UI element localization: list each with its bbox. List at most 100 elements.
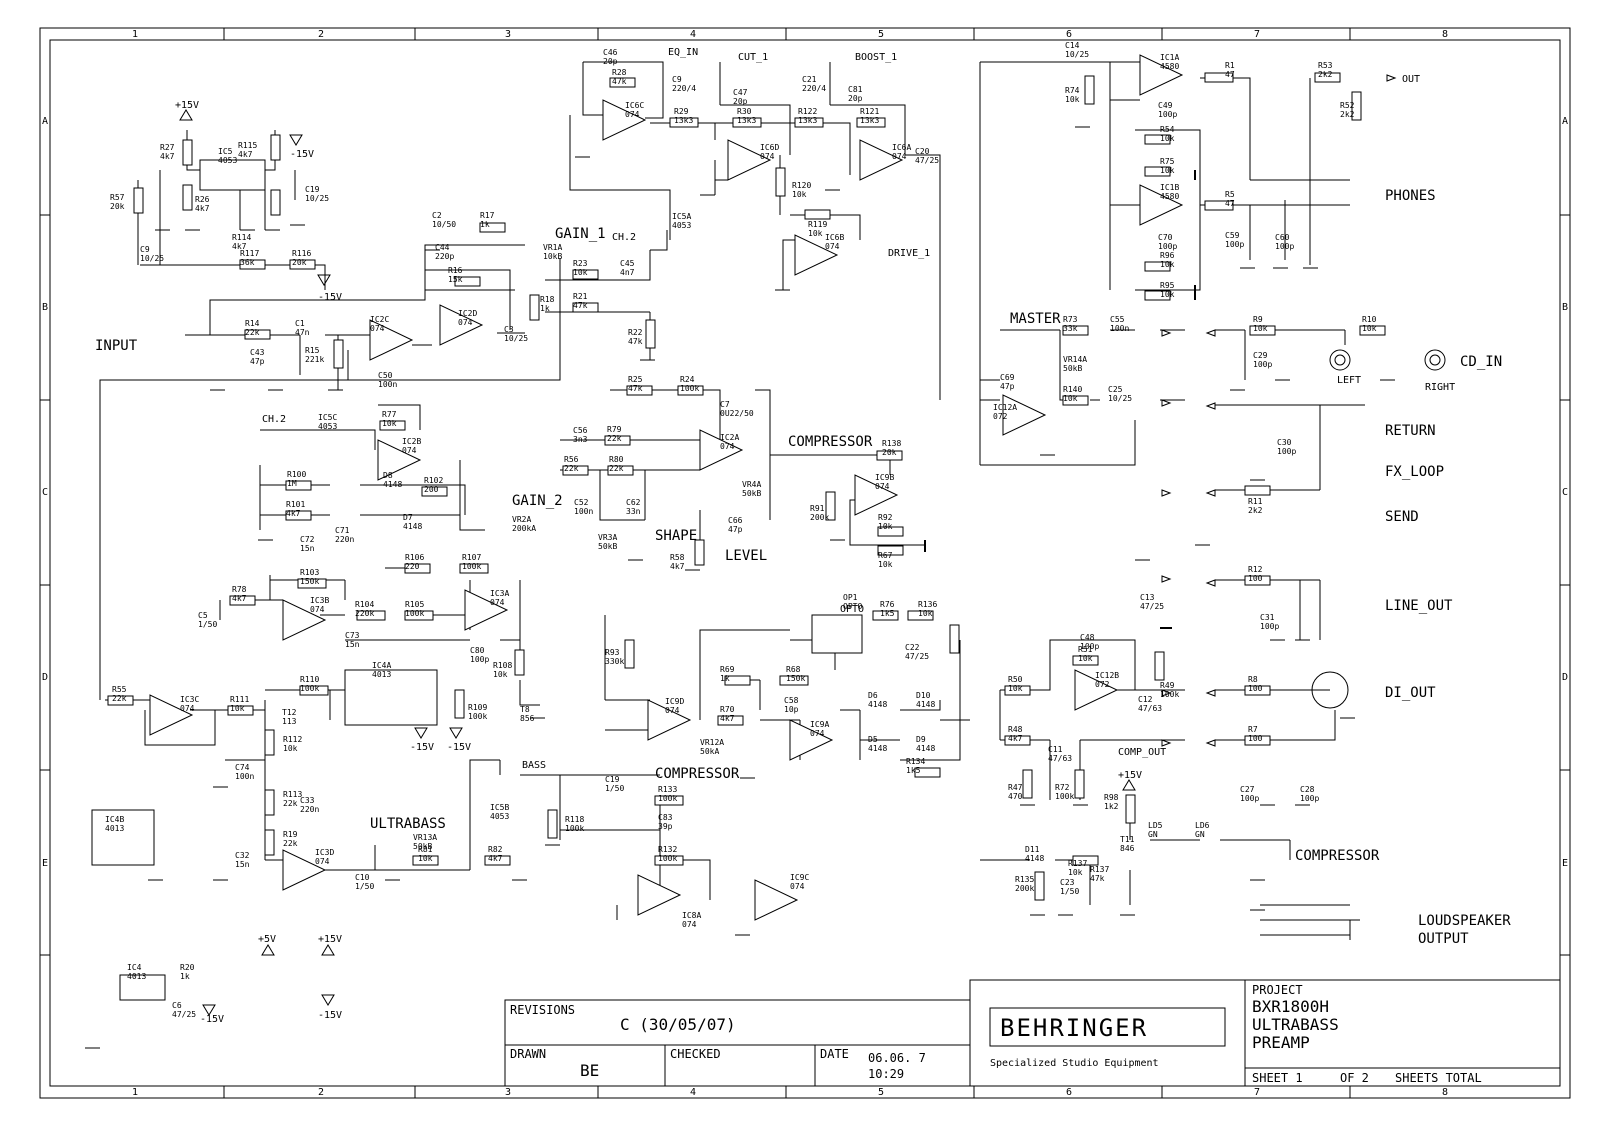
component-designator: C50	[378, 371, 393, 380]
resistor	[645, 319, 656, 349]
component-value: 100k	[658, 794, 677, 803]
project-box	[1244, 979, 1561, 1087]
resistor	[1034, 871, 1045, 901]
component-value: 4053	[672, 221, 691, 230]
opamp	[602, 99, 647, 141]
opto-label: OPTO	[840, 604, 864, 615]
component-designator: OP1	[843, 593, 858, 602]
resistor	[333, 339, 344, 369]
component-value: 2k2	[1248, 506, 1263, 515]
component-value: 10k	[878, 522, 893, 531]
component-value: 10k	[1253, 324, 1268, 333]
resistor	[299, 685, 329, 696]
component-value: 100k	[468, 712, 487, 721]
input-label: INPUT	[95, 338, 138, 354]
resistor	[1084, 75, 1095, 105]
row-label: A	[42, 116, 48, 127]
rail-label: -15V	[318, 292, 342, 303]
compressor-label-bottom: COMPRESSOR	[655, 766, 740, 782]
component-designator: R106	[405, 553, 424, 562]
component-value: 4580	[1160, 62, 1179, 71]
connector-pin	[1205, 579, 1216, 587]
component-value: 100p	[1275, 242, 1294, 251]
component-value: 4148	[383, 480, 402, 489]
ultrabass-label: ULTRABASS	[370, 816, 446, 832]
rca-jack-right	[1424, 349, 1446, 371]
component-value: 50kB	[598, 542, 617, 551]
component-designator: T8	[520, 705, 530, 714]
component-value: 47k	[628, 337, 643, 346]
component-designator: R132	[658, 845, 677, 854]
component-designator: C52	[574, 498, 589, 507]
component-designator: C9	[672, 75, 682, 84]
component-designator: IC4	[127, 963, 142, 972]
component-designator: IC5C	[318, 413, 337, 422]
component-value: 10kB	[543, 252, 562, 261]
component-value: 220n	[300, 805, 319, 814]
component-value: 10/25	[305, 194, 329, 203]
component-value: 1k	[540, 304, 550, 313]
opto-coupler	[811, 614, 863, 654]
component-value: 15n	[345, 640, 360, 649]
component-designator: R30	[737, 107, 752, 116]
resistor	[270, 134, 281, 161]
col-label: 2	[318, 1087, 324, 1098]
component-designator: R78	[232, 585, 247, 594]
resistor	[285, 510, 312, 521]
component-designator: IC2D	[458, 309, 477, 318]
component-designator: R49	[1160, 681, 1175, 690]
row-label: D	[42, 672, 48, 683]
component-value: 47k	[612, 77, 627, 86]
component-value: 20k	[292, 258, 307, 267]
supply-arrow-up	[179, 109, 193, 121]
comp-out-label: COMP_OUT	[1118, 747, 1166, 758]
component-value: 15n	[235, 860, 250, 869]
component-designator: IC5	[218, 147, 233, 156]
component-designator: R134	[906, 757, 925, 766]
col-label: 8	[1442, 29, 1448, 40]
ic-4013-b	[91, 809, 155, 866]
resistor	[572, 302, 599, 313]
component-designator: R138	[882, 439, 901, 448]
component-value: 47p	[728, 525, 743, 534]
resistor	[779, 675, 809, 686]
component-designator: C72	[300, 535, 315, 544]
component-value: 100n	[1110, 324, 1129, 333]
resistor	[876, 450, 903, 461]
component-value: 0U22/50	[720, 409, 754, 418]
col-label: 4	[690, 29, 696, 40]
resistor	[1204, 200, 1234, 211]
component-value: 470	[1008, 792, 1023, 801]
project-name: BXR1800H	[1252, 997, 1329, 1016]
component-value: 856	[520, 714, 535, 723]
component-designator: C60	[1275, 233, 1290, 242]
component-value: 50kB	[413, 842, 432, 851]
component-value: 47/63	[1138, 704, 1162, 713]
component-designator: IC3A	[490, 589, 509, 598]
component-value: 100p	[1277, 447, 1296, 456]
component-value: 10/50	[432, 220, 456, 229]
resistor	[669, 117, 699, 128]
component-value: 846	[1120, 844, 1135, 853]
component-value: 4013	[127, 972, 146, 981]
rail-label: +15V	[1118, 770, 1142, 781]
component-designator: R70	[720, 705, 735, 714]
supply-arrow-up	[321, 944, 335, 956]
component-designator: R57	[110, 193, 125, 202]
component-value: 15n	[300, 544, 315, 553]
component-value: 1k5	[880, 609, 895, 618]
component-designator: C48	[1080, 633, 1095, 642]
resistor	[107, 695, 134, 706]
supply-arrow-down	[317, 274, 331, 286]
component-designator: R56	[564, 455, 579, 464]
component-value: 4148	[868, 700, 887, 709]
component-designator: R58	[670, 553, 685, 562]
component-designator: R101	[286, 500, 305, 509]
component-value: 100k	[300, 684, 319, 693]
component-designator: IC4B	[105, 815, 124, 824]
component-designator: R79	[607, 425, 622, 434]
component-value: 100p	[1158, 110, 1177, 119]
component-designator: C27	[1240, 785, 1255, 794]
resistor	[562, 465, 589, 476]
